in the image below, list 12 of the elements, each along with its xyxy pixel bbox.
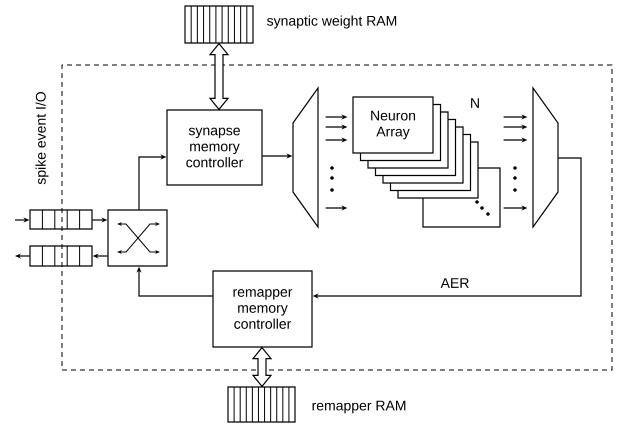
side-label: remapper RAM xyxy=(312,400,406,414)
count-label: N xyxy=(471,98,479,108)
side-label: synaptic weight RAM xyxy=(267,15,396,29)
boundary-label: spike event I/O xyxy=(35,92,49,184)
neuron-array-box: Neuron Array xyxy=(352,96,434,154)
fifo-queue xyxy=(29,209,93,230)
edge-label: AER xyxy=(440,277,470,289)
crossbar-switch xyxy=(107,209,168,267)
memory-controller-box: remapper memory controller xyxy=(212,270,313,348)
fifo-queue xyxy=(29,245,93,267)
memory-controller-box: synapse memory controller xyxy=(166,109,263,186)
demultiplexer xyxy=(292,86,319,229)
